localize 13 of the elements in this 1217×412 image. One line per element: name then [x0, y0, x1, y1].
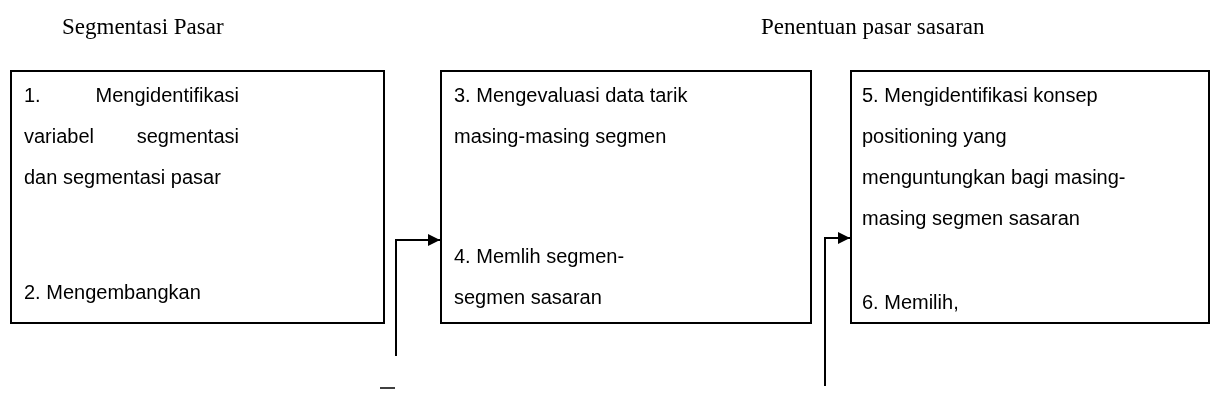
section-heading: Segmentasi Pasar [62, 14, 224, 40]
step-text: 5. Mengidentifikasi konsep positioning yang menguntungkan bagi masing-masing segmen sasaran [862, 83, 1127, 231]
step-text: 1. Mengidentifikasi variabel segmentasi dan segmentasi pasar [24, 83, 239, 190]
step-text: 6. Memilih, [862, 290, 960, 315]
step-text: 3. Mengevaluasi data tarik masing-masing segmen [454, 83, 689, 149]
arrow [824, 232, 851, 387]
section-heading: Penentuan pasar sasaran [761, 14, 985, 40]
process-box [10, 70, 385, 324]
process-box [850, 70, 1210, 324]
step-text: 2. Mengembangkan [24, 280, 202, 305]
step-text: 4. Memlih segmen-segmen sasaran [454, 244, 626, 310]
arrow [395, 234, 441, 357]
process-box [440, 70, 812, 324]
